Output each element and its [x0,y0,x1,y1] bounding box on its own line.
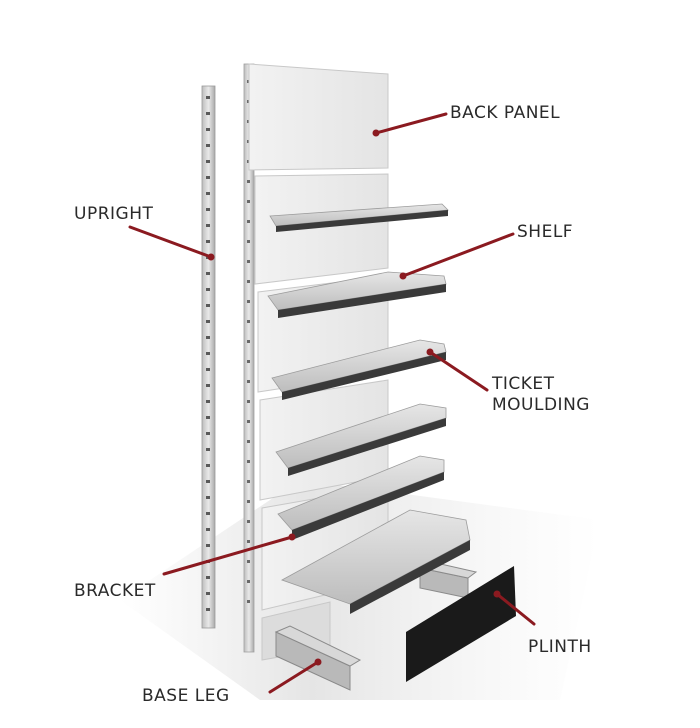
label-bracket: BRACKET [74,581,156,601]
dot-back-panel [372,129,380,137]
leader-lines [128,112,536,694]
shelf-6 [281,509,471,614]
leader-upright [128,225,213,259]
label-plinth: PLINTH [528,637,592,657]
base-legs [274,561,478,691]
plinth-panel [406,566,516,682]
label-ticket-moulding-line1: TICKET [492,374,555,394]
label-base-leg: BASE LEG [142,686,230,706]
dot-shelf [399,272,407,280]
shelf-2 [267,271,447,318]
shelf-1 [269,203,449,232]
leader-base-leg [268,660,320,694]
shelf-4 [275,403,447,476]
leader-ticket-moulding [428,350,489,392]
dot-base-leg [314,658,322,666]
label-ticket-moulding: TICKET MOULDING [492,374,590,416]
dot-ticket-moulding [426,348,434,356]
dot-plinth [493,590,501,598]
leader-shelf [401,232,515,278]
label-shelf: SHELF [517,222,574,242]
shelf-3 [271,339,447,400]
label-upright: UPRIGHT [74,204,154,224]
upright-post [201,85,216,629]
shelf-5 [277,455,445,540]
dot-upright [207,253,215,261]
dot-bracket [288,533,296,541]
label-back-panel: BACK PANEL [450,103,561,123]
leader-dots [207,129,501,666]
back-panel-2 [254,173,389,285]
shelves [267,203,471,614]
label-ticket-moulding-line2: MOULDING [492,395,590,415]
leader-plinth [495,592,536,626]
back-panel-top [248,63,389,171]
leader-bracket [162,535,294,576]
leader-back-panel [374,112,448,135]
